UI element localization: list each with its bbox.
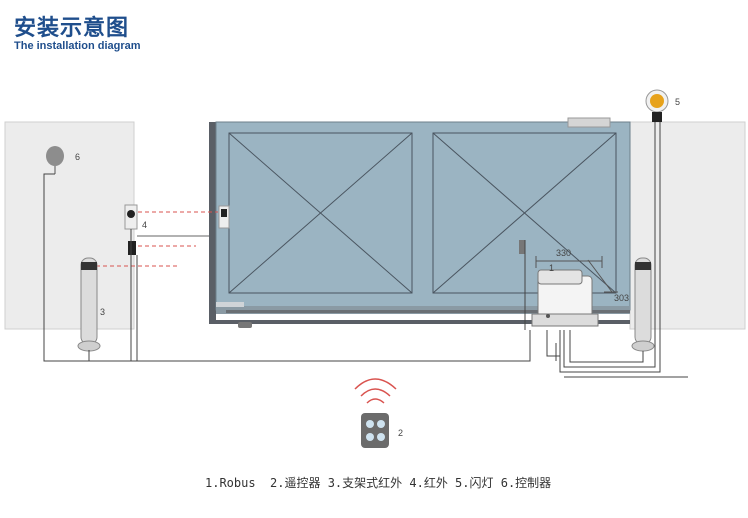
flashing-light bbox=[645, 89, 669, 122]
callout-control-unit: 6 bbox=[75, 152, 80, 162]
photocell-receiver bbox=[218, 205, 230, 229]
photocell-lower bbox=[128, 241, 136, 255]
callout-flashing-light: 5 bbox=[675, 97, 680, 107]
callout-robus: 1 bbox=[549, 263, 554, 273]
wiring bbox=[43, 122, 688, 378]
dimension-303 bbox=[587, 259, 618, 293]
callout-photocell: 4 bbox=[142, 220, 147, 230]
photocell-transmitter bbox=[124, 204, 138, 230]
robus-motor bbox=[519, 240, 599, 327]
callout-column-photocell: 3 bbox=[100, 307, 105, 317]
diagram-title-en: The installation diagram bbox=[14, 40, 141, 52]
legend: 1.Robus 2.遥控器 3.支架式红外 4.红外 5.闪灯 6.控制器 bbox=[205, 476, 552, 490]
column-photocell-left bbox=[77, 257, 101, 352]
diagram-title-cn: 安装示意图 bbox=[14, 16, 130, 41]
remote-control bbox=[361, 413, 389, 448]
dimension-width-label: 330 bbox=[556, 248, 571, 258]
column-photocell-right bbox=[631, 257, 655, 352]
remote-signal-waves bbox=[354, 378, 397, 404]
dimension-330 bbox=[535, 256, 603, 268]
callout-remote: 2 bbox=[398, 428, 403, 438]
control-unit bbox=[46, 146, 64, 174]
dimension-height-label: 303 bbox=[614, 293, 629, 303]
left-wall bbox=[4, 121, 135, 330]
